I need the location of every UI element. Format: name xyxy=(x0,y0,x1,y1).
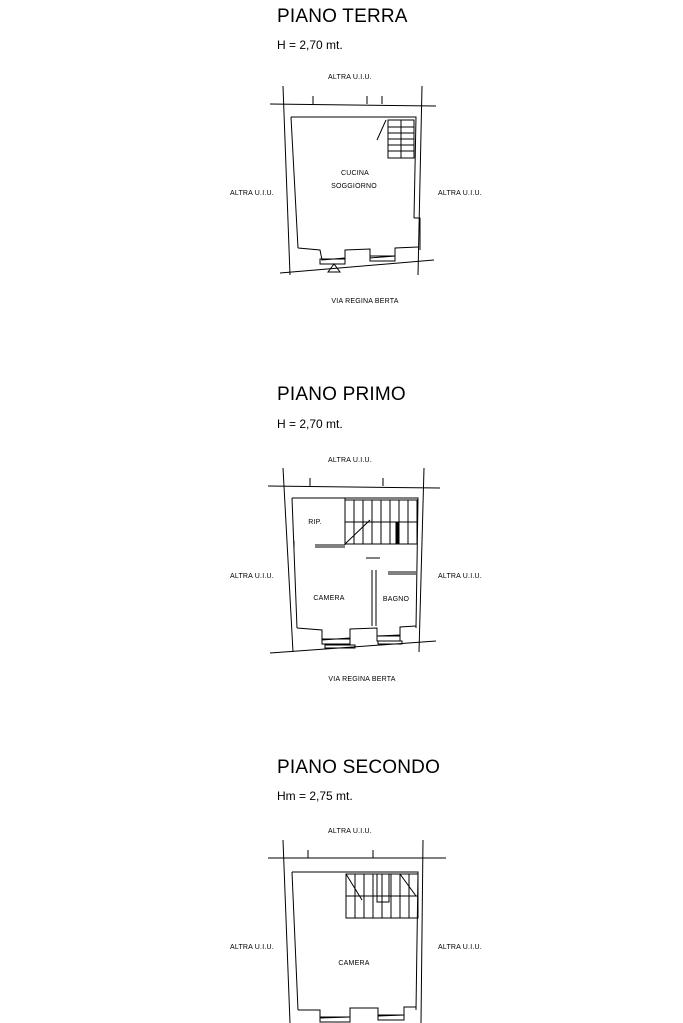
room-label-bagno: BAGNO xyxy=(382,596,410,603)
label-west-ground: ALTRA U.I.U. xyxy=(230,190,274,197)
window xyxy=(322,639,350,644)
floor-height-ground: H = 2,70 mt. xyxy=(277,38,343,52)
boundary-line xyxy=(268,486,440,488)
floor-title-ground: PIANO TERRA xyxy=(277,6,408,27)
floor-height-first: H = 2,70 mt. xyxy=(277,417,343,431)
inner-wall xyxy=(414,218,420,250)
stair-rail xyxy=(396,522,399,544)
south-wall xyxy=(298,247,418,260)
inner-wall xyxy=(292,498,418,628)
boundary-line xyxy=(421,840,423,1023)
window xyxy=(378,1015,404,1020)
label-east-ground: ALTRA U.I.U. xyxy=(438,190,482,197)
boundary-line xyxy=(419,468,424,652)
window xyxy=(320,259,345,264)
floor-title-second: PIANO SECONDO xyxy=(277,757,441,778)
floor-height-second: Hm = 2,75 mt. xyxy=(277,789,353,803)
boundary-line xyxy=(270,104,436,106)
stair-landing xyxy=(377,874,389,902)
room-label-cucina: CUCINA xyxy=(340,170,370,177)
label-west-second: ALTRA U.I.U. xyxy=(230,944,274,951)
room-label-camera-second: CAMERA xyxy=(338,960,370,967)
street-line xyxy=(280,260,434,273)
entrance-marker xyxy=(328,264,340,272)
inner-wall xyxy=(292,872,418,1010)
label-street-ground: VIA REGINA BERTA xyxy=(331,298,399,305)
label-street-first: VIA REGINA BERTA xyxy=(328,676,396,683)
room-label-ripostiglio: RIP. xyxy=(308,519,322,526)
street-line xyxy=(270,641,436,653)
inner-wall xyxy=(292,498,297,628)
label-north-ground: ALTRA U.I.U. xyxy=(328,74,372,81)
south-wall xyxy=(298,1007,416,1018)
room-label-soggiorno: SOGGIORNO xyxy=(331,183,377,190)
inner-wall xyxy=(292,872,298,1010)
boundary-line xyxy=(418,86,422,275)
floor-title-first: PIANO PRIMO xyxy=(277,384,406,405)
label-west-first: ALTRA U.I.U. xyxy=(230,573,274,580)
window xyxy=(320,1017,350,1022)
boundary-line xyxy=(283,468,293,652)
label-north-second: ALTRA U.I.U. xyxy=(328,828,372,835)
boundary-line xyxy=(283,86,290,275)
boundary-line xyxy=(283,840,290,1023)
south-wall xyxy=(297,626,416,640)
label-east-first: ALTRA U.I.U. xyxy=(438,573,482,580)
room-label-camera-first: CAMERA xyxy=(313,595,345,602)
inner-wall xyxy=(291,117,416,218)
window xyxy=(370,256,395,261)
label-east-second: ALTRA U.I.U. xyxy=(438,944,482,951)
label-north-first: ALTRA U.I.U. xyxy=(328,457,372,464)
inner-wall xyxy=(291,117,298,248)
